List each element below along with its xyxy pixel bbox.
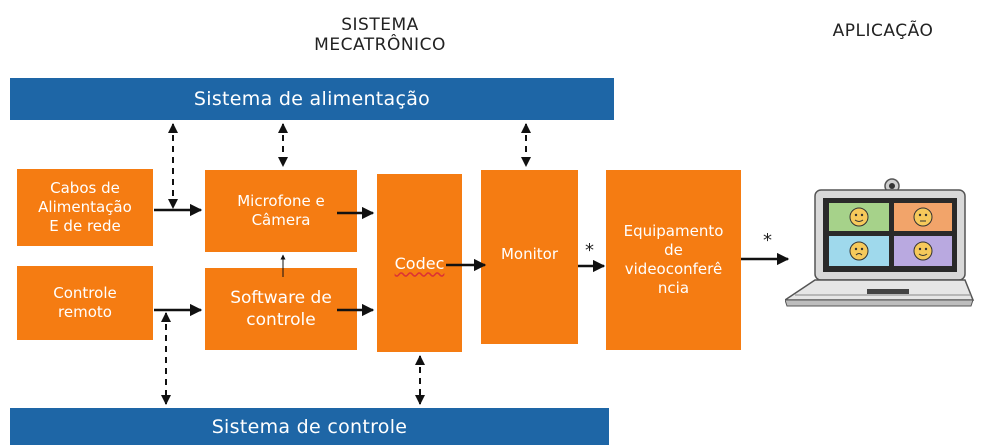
laptop-videoconference-icon: [785, 178, 975, 307]
monitor-block: Monitor: [481, 170, 578, 344]
application-title: APLICAÇÃO: [832, 21, 934, 41]
mic-camera-block: Microfone e Câmera: [205, 170, 357, 252]
control-system-bar: Sistema de controle: [10, 408, 609, 445]
equipment-star-marker: *: [763, 230, 772, 251]
control-system-label: Sistema de controle: [211, 415, 408, 438]
videoconference-equipment-label: Equipamento de videoconferê ncia: [623, 222, 724, 297]
mechatronic-system-title: SISTEMA MECATRÔNICO: [314, 15, 446, 55]
videoconference-equipment-block: Equipamento de videoconferê ncia: [606, 170, 741, 350]
power-cables-label: Cabos de Alimentação E de rede: [38, 179, 132, 235]
power-system-bar: Sistema de alimentação: [10, 78, 614, 120]
remote-control-block: Controle remoto: [17, 266, 153, 340]
monitor-star-marker: *: [585, 240, 594, 261]
power-system-label: Sistema de alimentação: [193, 88, 431, 110]
monitor-label: Monitor: [500, 244, 559, 263]
remote-control-label: Controle remoto: [53, 284, 117, 321]
power-cables-block: Cabos de Alimentação E de rede: [17, 169, 153, 246]
control-software-block: Software de controle: [205, 268, 357, 350]
control-software-label: Software de controle: [230, 288, 332, 330]
codec-label: Codec: [394, 253, 445, 273]
codec-block: Codec: [377, 174, 462, 352]
mic-camera-label: Microfone e Câmera: [237, 192, 325, 229]
